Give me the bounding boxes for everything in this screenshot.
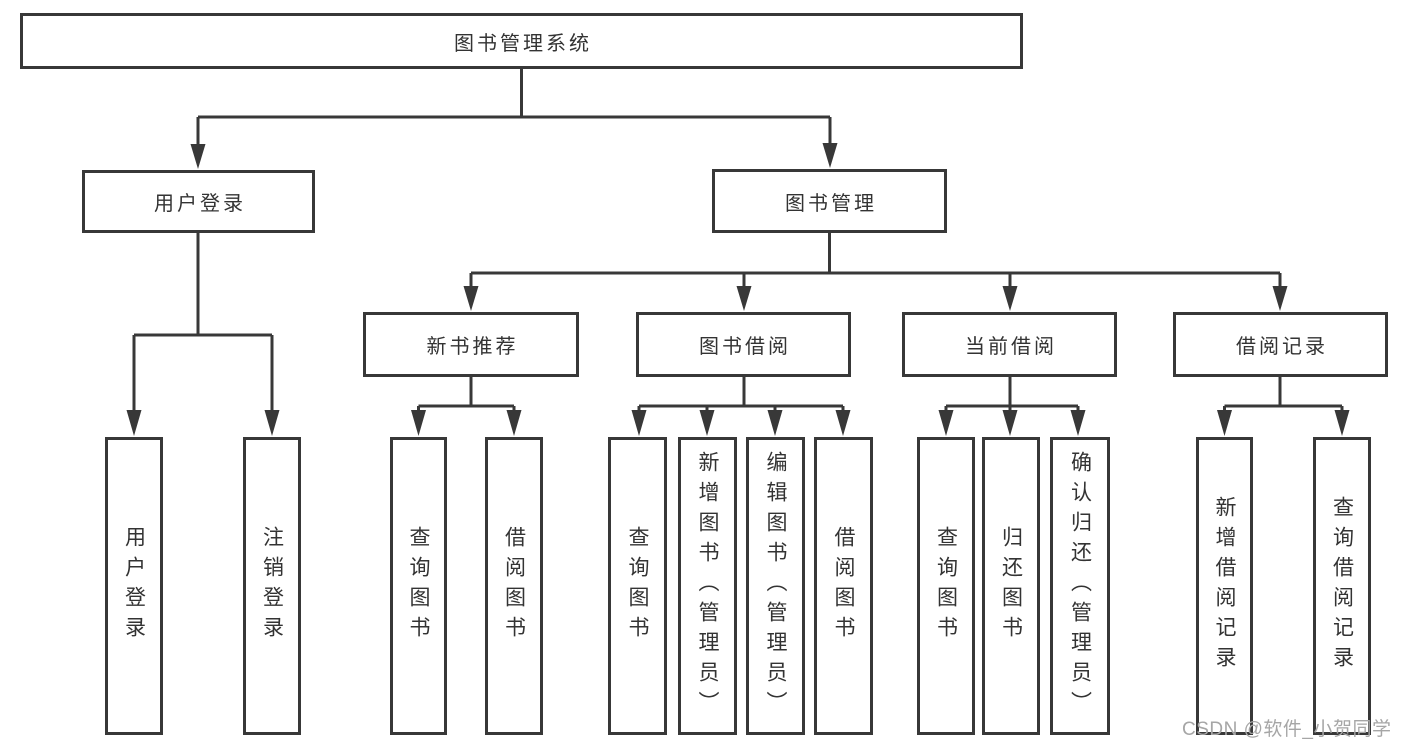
node-library-management-system: 图书管理系统: [20, 13, 1023, 69]
leaf-logout: 注销登录: [243, 437, 301, 735]
leaf-return-books: 归还图书: [982, 437, 1040, 735]
leaf-add-borrow-record: 新增借阅记录: [1196, 437, 1253, 735]
connector-lines: [132, 69, 1344, 412]
leaf-confirm-return-admin: 确认归还（管理员）: [1050, 437, 1110, 735]
node-new-book-recommendation: 新书推荐: [363, 312, 579, 377]
leaf-borrow-books: 借阅图书: [814, 437, 873, 735]
watermark: CSDN @软件_小贺同学: [1182, 719, 1392, 740]
leaf-query-borrow-record: 查询借阅记录: [1313, 437, 1371, 735]
leaf-borrow-books-recommend: 借阅图书: [485, 437, 543, 735]
leaf-add-books-admin: 新增图书（管理员）: [678, 437, 737, 735]
leaf-user-login: 用户登录: [105, 437, 163, 735]
leaf-query-books-current: 查询图书: [917, 437, 975, 735]
node-user-login: 用户登录: [82, 170, 315, 233]
node-book-management: 图书管理: [712, 169, 947, 233]
node-borrowing-records: 借阅记录: [1173, 312, 1388, 377]
leaf-edit-books-admin: 编辑图书（管理员）: [746, 437, 805, 735]
node-book-borrowing: 图书借阅: [636, 312, 851, 377]
arrowheads: [126, 143, 1350, 436]
node-current-borrowing: 当前借阅: [902, 312, 1117, 377]
leaf-query-books-borrow: 查询图书: [608, 437, 667, 735]
leaf-query-books-recommend: 查询图书: [390, 437, 447, 735]
